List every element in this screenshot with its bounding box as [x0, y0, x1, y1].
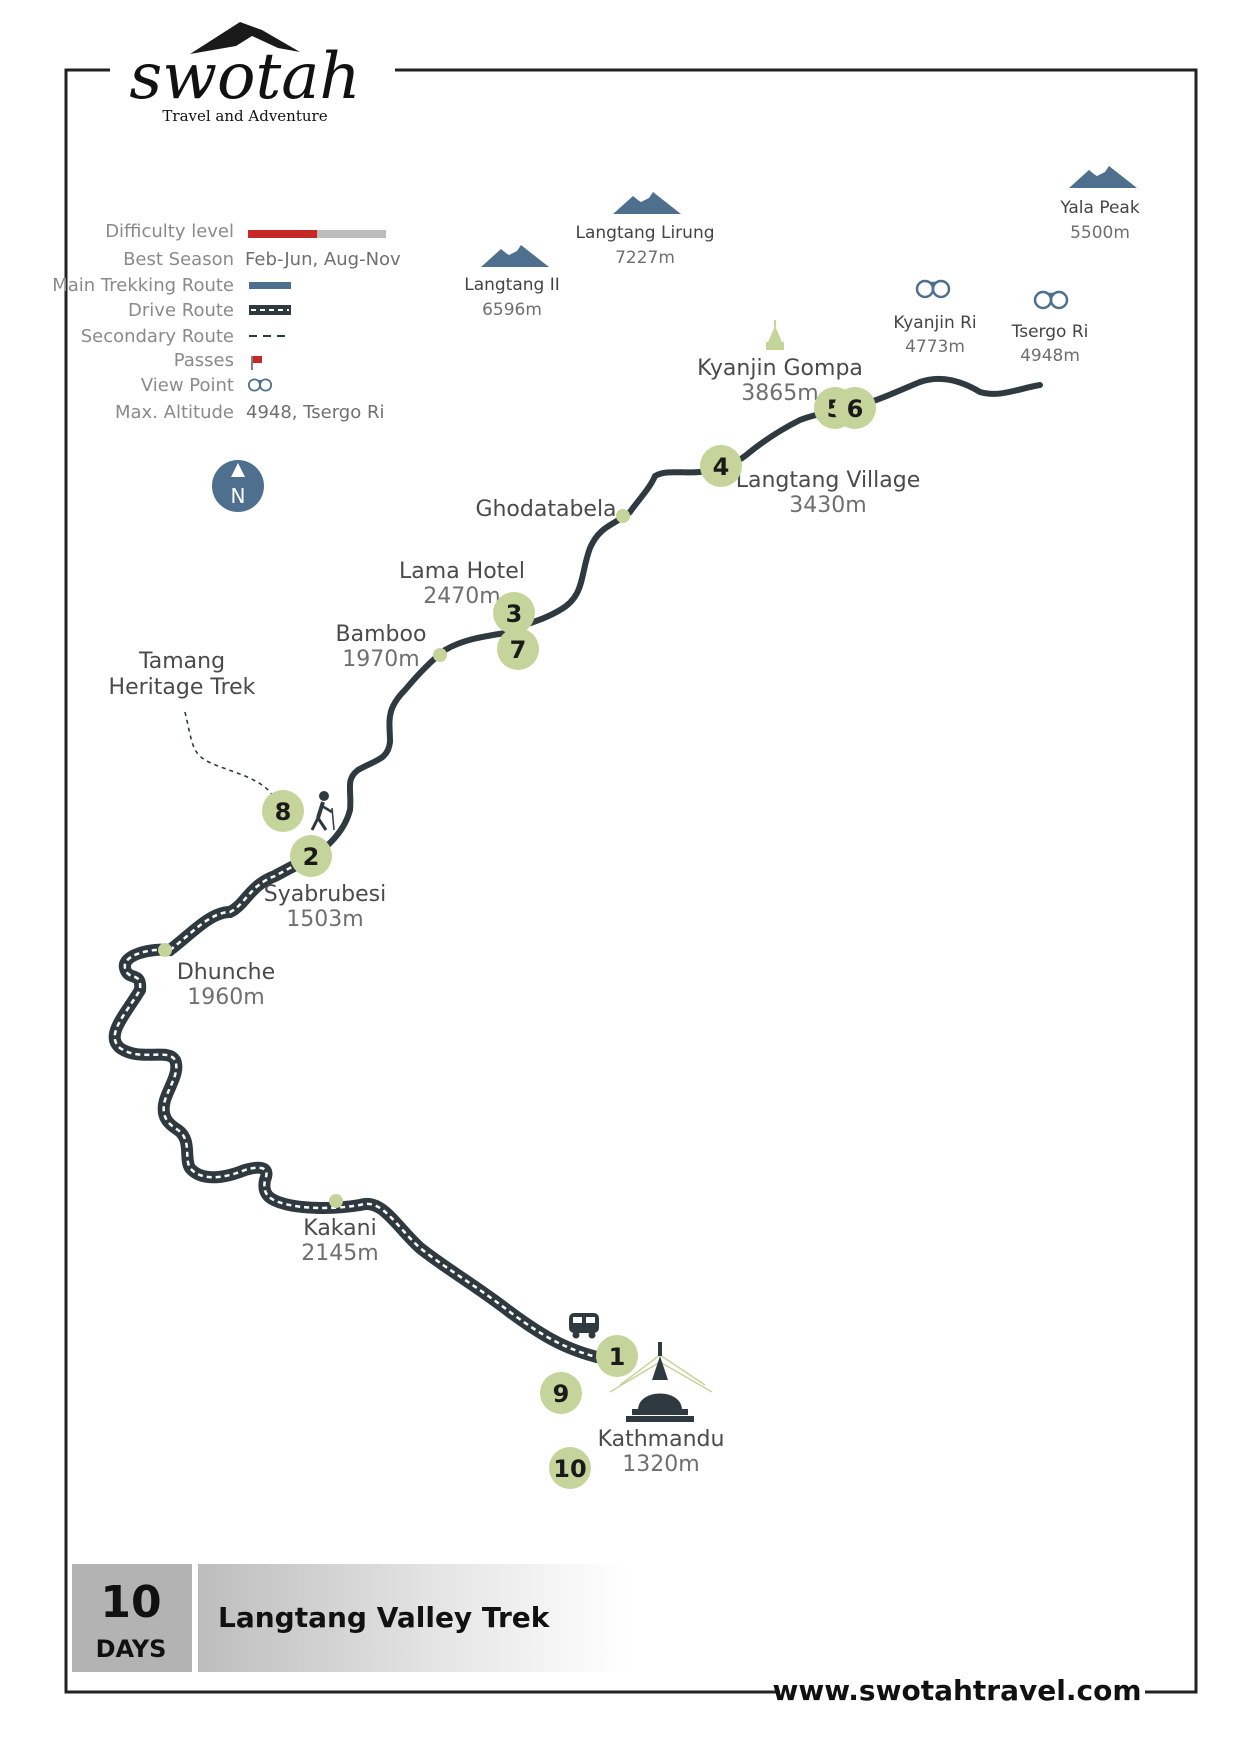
day-number: 3	[506, 600, 523, 628]
day-number: 7	[510, 636, 527, 664]
day-marker: 3	[493, 592, 535, 634]
binoculars-icon	[247, 378, 273, 392]
place-name: Langtang Village	[736, 468, 921, 493]
mountain-icon	[481, 245, 549, 267]
place-name: Dhunche	[177, 960, 275, 985]
day-number: 1	[609, 1343, 626, 1371]
day-marker: 4	[700, 445, 742, 487]
legend-max-altitude-value: 4948, Tsergo Ri	[246, 402, 384, 423]
brand-logo: swotah Travel and Adventure	[129, 22, 361, 125]
legend-season-value: Feb-Jun, Aug-Nov	[245, 249, 401, 270]
legend-difficulty-label: Difficulty level	[105, 221, 234, 242]
hiker-icon	[310, 791, 335, 831]
place-name: Lama Hotel	[399, 559, 525, 584]
legend-max-altitude-label: Max. Altitude	[115, 402, 234, 423]
difficulty-fill	[248, 230, 317, 238]
day-number: 4	[713, 453, 730, 481]
day-number: 6	[847, 395, 864, 423]
peak-name: Yala Peak	[1059, 198, 1140, 218]
viewpoint-name: Kyanjin Ri	[893, 313, 976, 333]
gompa-icon	[766, 320, 784, 350]
peak-altitude: 5500m	[1070, 223, 1130, 243]
mountain-icon	[613, 192, 681, 214]
place-name: Tamang	[138, 649, 225, 674]
place-altitude: 1960m	[187, 985, 264, 1010]
viewpoint-altitude: 4948m	[1020, 346, 1080, 366]
place-name: Syabrubesi	[264, 882, 387, 907]
trek-title: Langtang Valley Trek	[218, 1601, 551, 1634]
days-box	[72, 1564, 192, 1672]
peak-altitude: 7227m	[615, 248, 675, 268]
place-altitude: 1970m	[342, 647, 419, 672]
logo-mountain-icon	[190, 22, 300, 54]
peak-altitude: 6596m	[482, 300, 542, 320]
binoculars-icon	[1033, 290, 1069, 310]
waypoint-dot	[616, 509, 630, 523]
viewpoint-altitude: 4773m	[905, 337, 965, 357]
day-marker: 9	[540, 1372, 582, 1414]
place-altitude: 2145m	[301, 1241, 378, 1266]
legend-drive-route-label: Drive Route	[128, 300, 234, 321]
legend-main-route-label: Main Trekking Route	[52, 275, 234, 296]
compass-north-label: N	[231, 484, 246, 508]
legend-season-label: Best Season	[123, 249, 234, 270]
day-marker: 8	[262, 790, 304, 832]
place-name: Kathmandu	[598, 1427, 725, 1452]
place-altitude: 3430m	[789, 493, 866, 518]
legend-viewpoint-label: View Point	[141, 375, 234, 396]
place-altitude: 2470m	[423, 584, 500, 609]
mountain-icon	[1069, 166, 1137, 188]
day-number: 9	[553, 1380, 570, 1408]
drive-route	[108, 854, 616, 1366]
logo-tagline: Travel and Adventure	[162, 107, 327, 125]
frame-right	[395, 68, 1198, 1694]
place-name: Ghodatabela	[475, 497, 616, 522]
viewpoint-name: Tsergo Ri	[1011, 322, 1089, 342]
flag-icon	[251, 356, 262, 370]
main-route-swatch	[249, 282, 291, 289]
place-name: Heritage Trek	[109, 675, 256, 700]
waypoint-dot	[329, 1194, 343, 1208]
peak-name: Langtang Lirung	[575, 223, 714, 243]
day-number: 8	[275, 798, 292, 826]
day-number: 2	[303, 843, 320, 871]
place-altitude: 1320m	[622, 1452, 699, 1477]
waypoint-dot	[158, 943, 172, 957]
place-name: Bamboo	[336, 622, 427, 647]
day-marker: 2	[290, 835, 332, 877]
logo-wordmark: swotah	[129, 40, 360, 114]
days-label: DAYS	[96, 1635, 167, 1663]
compass-icon: N	[212, 460, 264, 512]
secondary-route	[184, 711, 283, 809]
website-url: www.swotahtravel.com	[772, 1674, 1141, 1707]
binoculars-icon	[915, 279, 951, 299]
legend-secondary-route-label: Secondary Route	[81, 326, 234, 347]
place-name: Kakani	[303, 1216, 376, 1241]
legend-passes-label: Passes	[174, 350, 234, 371]
place-name: Kyanjin Gompa	[697, 356, 863, 381]
title-box	[198, 1564, 628, 1672]
place-altitude: 1503m	[286, 907, 363, 932]
place-altitude: 3865m	[741, 381, 818, 406]
day-marker: 1	[596, 1335, 638, 1377]
footer-banner: 10 DAYS Langtang Valley Trek	[72, 1564, 628, 1672]
waypoint-dot	[433, 648, 447, 662]
bus-icon	[569, 1313, 599, 1339]
peak-name: Langtang II	[464, 275, 560, 295]
day-number: 10	[553, 1455, 586, 1483]
days-count: 10	[100, 1577, 161, 1628]
stupa-icon	[609, 1342, 713, 1422]
day-marker: 6	[834, 387, 876, 429]
main-trekking-route	[307, 375, 1043, 863]
day-marker: 10	[549, 1447, 591, 1489]
day-marker: 7	[497, 628, 539, 670]
frame-left-bottom	[64, 68, 780, 1694]
legend: Difficulty level Best Season Feb-Jun, Au…	[52, 221, 401, 423]
